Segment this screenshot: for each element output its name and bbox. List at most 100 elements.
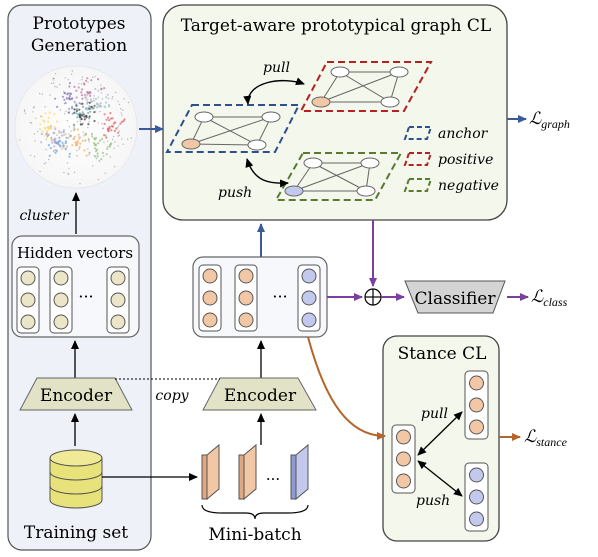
scatter-point: [56, 105, 59, 108]
legend-label: positive: [438, 152, 493, 168]
scatter-point: [44, 106, 46, 108]
mini-batch-slabs: [201, 443, 309, 501]
scatter-point: [78, 108, 81, 111]
scatter-point: [90, 105, 93, 108]
batch-vector-column: [297, 264, 321, 332]
scatter-point: [45, 148, 47, 151]
scatter-point: [97, 96, 100, 99]
scatter-point: [95, 102, 98, 105]
mini-batch-label: Mini-batch: [208, 525, 301, 545]
scatter-point: [69, 134, 72, 137]
pull-arrow-graph: [243, 77, 305, 105]
scatter-point: [47, 133, 50, 136]
scatter-point: [78, 113, 81, 116]
encoder-left-label: Encoder: [40, 386, 113, 406]
scatter-point: [88, 117, 91, 120]
scatter-point: [94, 76, 96, 78]
scatter-point: [56, 86, 58, 88]
scatter-point: [41, 93, 44, 95]
scatter-point: [93, 142, 96, 145]
scatter-point: [67, 172, 69, 175]
scatter-point: [97, 122, 100, 124]
scatter-point: [73, 171, 76, 174]
scatter-point: [48, 158, 50, 161]
scatter-point: [39, 92, 41, 95]
scatter-point: [49, 146, 52, 150]
hidden-vectors-title: Hidden vectors: [17, 244, 133, 262]
scatter-point: [88, 105, 91, 108]
scatter-point: [58, 139, 61, 142]
scatter-point: [111, 117, 114, 120]
scatter-point: [90, 79, 93, 82]
scatter-point: [75, 96, 78, 99]
scatter-point: [54, 97, 57, 100]
scatter-point: [63, 90, 65, 93]
scatter-point: [46, 126, 50, 129]
stance-anchor-vector: [391, 424, 416, 494]
scatter-point: [73, 85, 76, 88]
scatter-point: [117, 145, 119, 147]
scatter-point: [40, 115, 42, 118]
oplus-symbol: [364, 288, 382, 306]
scatter-point: [89, 110, 92, 113]
prototypes-title-line1: Prototypes: [33, 14, 126, 34]
legend-label: negative: [438, 178, 499, 194]
scatter-point: [76, 128, 79, 131]
scatter-point: [90, 132, 93, 136]
scatter-point: [122, 119, 125, 123]
scatter-point: [117, 131, 120, 134]
anchor-graph: [165, 104, 301, 153]
scatter-point: [68, 94, 71, 98]
scatter-point: [71, 70, 74, 72]
scatter-point: [53, 126, 56, 129]
scatter-point: [80, 118, 83, 121]
scatter-point: [82, 122, 85, 125]
scatter-point: [88, 141, 90, 143]
scatter-point: [121, 138, 123, 140]
scatter-point: [33, 106, 36, 108]
loss-class: ℒclass: [531, 287, 568, 309]
scatter-point: [87, 148, 89, 150]
scatter-point: [93, 137, 96, 140]
scatter-point: [73, 126, 75, 129]
scatter-point: [53, 132, 56, 135]
scatter-point: [93, 99, 96, 102]
scatter-point: [75, 89, 78, 92]
scatter-point: [68, 167, 70, 170]
scatter-point: [39, 170, 41, 173]
batch-to-stance-arrow: [307, 336, 386, 440]
scatter-point: [105, 136, 108, 139]
scatter-point: [74, 141, 77, 144]
scatter-point: [58, 130, 61, 133]
scatter-point: [23, 109, 26, 111]
pull-arrow-stance: [417, 411, 463, 456]
scatter-point: [106, 146, 109, 148]
scatter-point: [54, 85, 56, 88]
scatter-point: [81, 97, 84, 100]
scatter-point: [47, 120, 50, 123]
scatter-point: [52, 79, 54, 81]
stance-positive-vector: [464, 370, 489, 440]
scatter-point: [93, 147, 97, 150]
scatter-point: [68, 82, 72, 85]
scatter-point: [73, 135, 76, 138]
scatter-point: [32, 111, 34, 113]
scatter-point: [88, 121, 90, 123]
scatter-point: [45, 133, 48, 136]
scatter-point: [90, 100, 93, 103]
scatter-point: [100, 87, 103, 90]
scatter-point: [108, 119, 111, 122]
scatter-point: [29, 121, 31, 124]
scatter-point: [82, 82, 86, 85]
scatter-point: [93, 119, 96, 123]
scatter-point: [48, 154, 51, 157]
scatter-point: [97, 78, 100, 81]
scatter-point: [99, 139, 102, 142]
scatter-point: [112, 135, 115, 138]
scatter-point: [85, 115, 88, 118]
scatter-point: [85, 79, 88, 82]
scatter-point: [93, 95, 95, 97]
pull-label-graph: pull: [263, 60, 290, 76]
scatter-point: [82, 131, 84, 133]
scatter-point: [107, 128, 110, 131]
